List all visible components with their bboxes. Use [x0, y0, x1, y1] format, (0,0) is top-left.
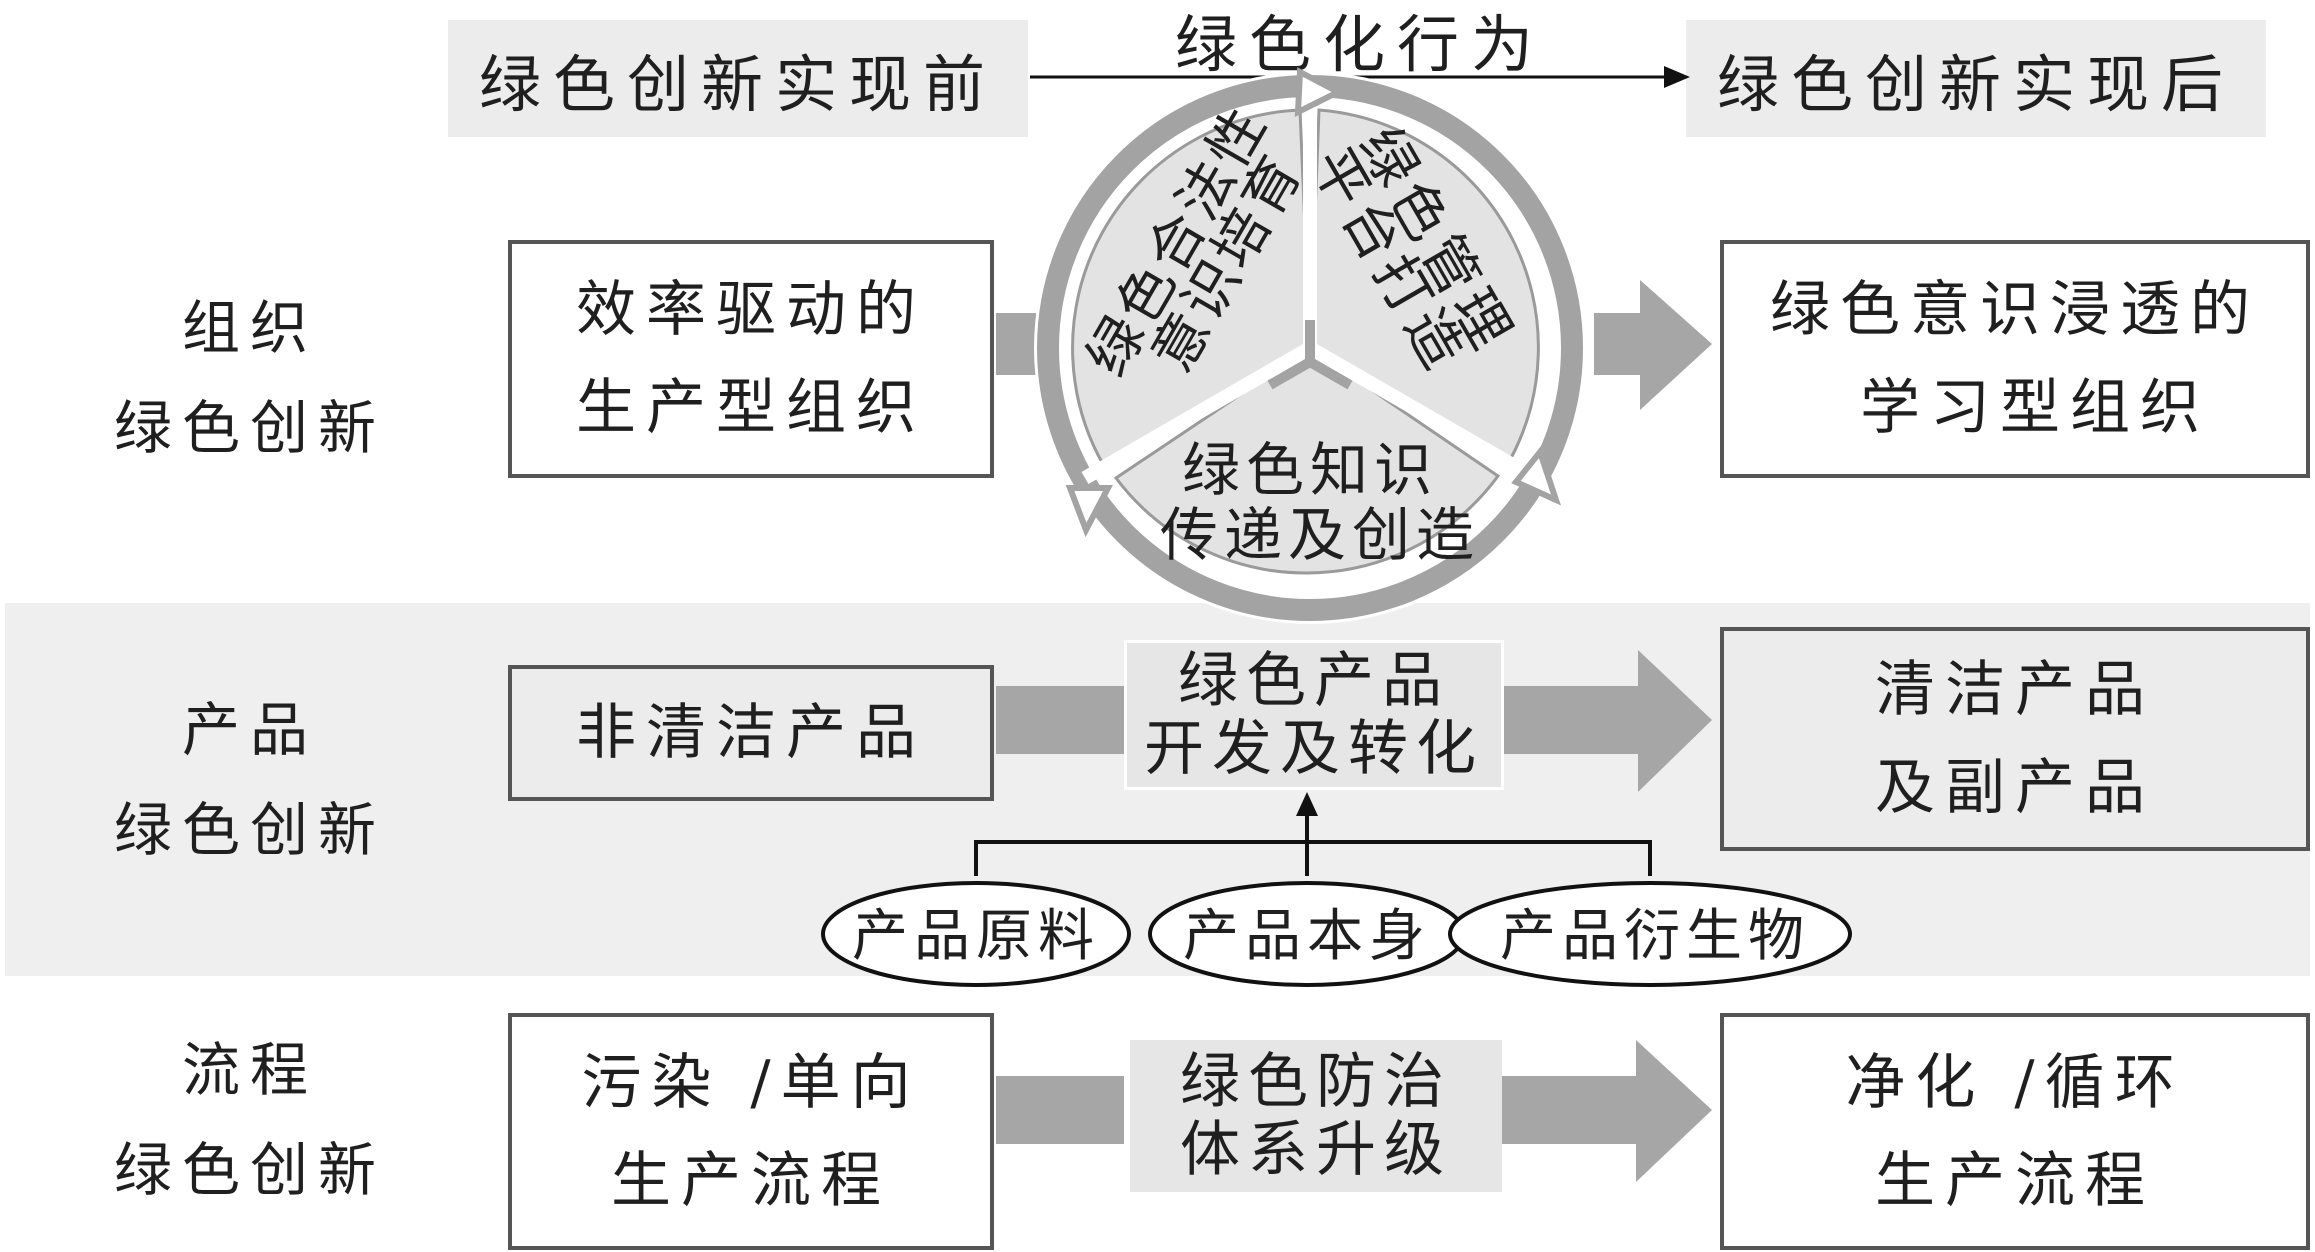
org-from-box: 效率驱动的 生产型组织 [508, 240, 994, 478]
source-ellipse-derivative [1448, 881, 1852, 987]
cycle-bottom-text-2: 传递及创造 [1160, 501, 1480, 569]
source-label-derivative: 产品衍生物 [1500, 904, 1810, 969]
product-to-box: 清洁产品 及副产品 [1720, 627, 2310, 851]
product-row-label-2: 绿色创新 [113, 796, 386, 864]
header-before-box: 绿色创新实现前 [448, 20, 1028, 137]
product-row-label: 产品 绿色创新 [100, 680, 400, 880]
process-from-line1: 污染 /单向 [581, 1047, 921, 1118]
org-cycle: 绿色合法性 意识培育 绿色管理 平台打造 绿色知识 传递及创造 [1034, 67, 1586, 624]
process-to-line2: 生产流程 [1875, 1145, 2155, 1216]
product-arrow-right [1502, 650, 1712, 792]
product-to-line1: 清洁产品 [1875, 655, 2155, 725]
header-before-label: 绿色创新实现前 [478, 47, 997, 121]
source-ellipse-raw [821, 881, 1131, 987]
source-label-raw: 产品原料 [852, 904, 1100, 969]
product-from-box: 非清洁产品 [508, 665, 994, 801]
process-to-box: 净化 /循环 生产流程 [1720, 1013, 2310, 1250]
process-mid-box: 绿色防治 体系升级 [1130, 1040, 1502, 1192]
org-from-line1: 效率驱动的 [576, 275, 926, 345]
process-mid-line2: 体系升级 [1180, 1115, 1452, 1185]
process-row-label-2: 绿色创新 [113, 1136, 386, 1204]
product-to-line2: 及副产品 [1875, 753, 2155, 823]
cycle-bottom-text-1: 绿色知识 [1182, 436, 1438, 504]
process-mid-line1: 绿色防治 [1180, 1047, 1452, 1117]
org-to-line2: 学习型组织 [1860, 373, 2210, 443]
process-from-box: 污染 /单向 生产流程 [508, 1013, 994, 1250]
product-from-label: 非清洁产品 [576, 698, 926, 768]
process-arrow-right [1500, 1040, 1712, 1182]
product-mid-box: 绿色产品 开发及转化 [1124, 640, 1504, 790]
header-behavior-label: 绿色化行为 [1174, 8, 1545, 81]
process-row-label-1: 流程 [181, 1036, 318, 1104]
process-arrow-left [996, 1076, 1124, 1144]
org-row-label-1: 组织 [181, 294, 318, 362]
process-from-line2: 生产流程 [611, 1145, 891, 1216]
org-row-label: 组织 绿色创新 [100, 278, 400, 478]
sources-bracket [974, 792, 1652, 876]
org-to-box: 绿色意识浸透的 学习型组织 [1720, 240, 2310, 478]
org-from-line2: 生产型组织 [576, 373, 926, 443]
product-arrow-left [996, 686, 1126, 754]
header-after-box: 绿色创新实现后 [1686, 20, 2266, 137]
org-arrow-left-stub [996, 313, 1036, 375]
process-row-label: 流程 绿色创新 [100, 1020, 400, 1220]
org-to-line1: 绿色意识浸透的 [1770, 275, 2260, 345]
org-arrow-right [1594, 280, 1712, 410]
product-row-label-1: 产品 [181, 696, 318, 764]
source-label-itself: 产品本身 [1183, 904, 1431, 969]
header-after-label: 绿色创新实现后 [1716, 47, 2235, 121]
process-to-line1: 净化 /循环 [1845, 1047, 2185, 1118]
source-ellipses: 产品原料 产品本身 产品衍生物 [821, 881, 1852, 987]
org-row-label-2: 绿色创新 [113, 394, 386, 462]
product-mid-line1: 绿色产品 [1178, 646, 1450, 716]
product-mid-line2: 开发及转化 [1144, 714, 1484, 784]
